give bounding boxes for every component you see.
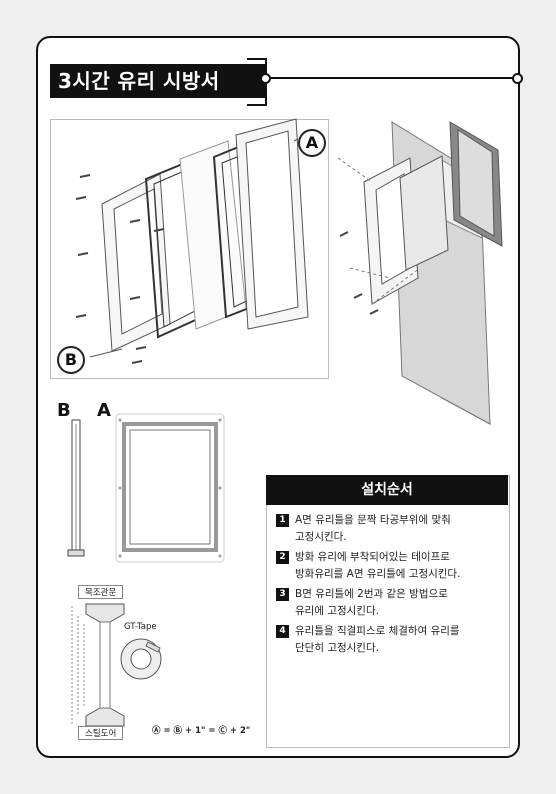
- step-text-cont: 고정시킨다.: [295, 531, 347, 543]
- step-number: 2: [276, 551, 289, 564]
- glass-pane: [179, 140, 247, 330]
- label-wood-frame: 목조관문: [78, 585, 124, 599]
- step-text: A면 유리틀을 문짝 타공부위에 맞춰: [295, 514, 451, 526]
- step-text-cont: 유리에 고정시킨다.: [295, 605, 379, 617]
- step-text: 방화 유리에 부착되어있는 테이프로: [295, 551, 450, 563]
- title-dot-left: [260, 73, 271, 84]
- label-gt-tape: GT-Tape: [118, 622, 163, 632]
- screws: [75, 174, 165, 364]
- title-dot-right: [512, 73, 523, 84]
- step-4: 4 유리틀을 직결피스로 체결하여 유리를 단단히 고정시킨다.: [276, 623, 501, 657]
- section-detail: [71, 603, 125, 727]
- step-1: 1 A면 유리틀을 문짝 타공부위에 맞춰 고정시킨다.: [276, 512, 501, 546]
- side-label-a: A: [97, 400, 111, 421]
- frame-a: [235, 118, 309, 330]
- step-number: 3: [276, 588, 289, 601]
- step-text: 유리틀을 직결피스로 체결하여 유리를: [295, 625, 460, 637]
- door-dashed-guides: [337, 157, 421, 305]
- door-illustration: [337, 120, 503, 425]
- step-number: 4: [276, 625, 289, 638]
- step-3: 3 B면 유리틀에 2번과 같은 방법으로 유리에 고정시킨다.: [276, 586, 501, 620]
- callout-a: A: [298, 129, 326, 157]
- frame-a-front-view: [115, 413, 225, 563]
- step-text: B면 유리틀에 2번과 같은 방법으로: [295, 588, 448, 600]
- exploded-view-drawing: [75, 118, 309, 364]
- door-frame-exploded: [363, 121, 503, 305]
- tape-roll-icon: [120, 638, 162, 680]
- label-steel-door: 스틸도어: [78, 726, 124, 740]
- instructions-heading: 설치순서: [266, 475, 508, 505]
- page-title: 3시간 유리 시방서: [50, 64, 265, 98]
- side-profile: [67, 419, 85, 557]
- door-screws: [339, 231, 379, 315]
- step-text-cont: 방화유리를 A면 유리틀에 고정시킨다.: [295, 568, 461, 580]
- callout-b: B: [57, 346, 85, 374]
- step-2: 2 방화 유리에 부착되어있는 테이프로 방화유리를 A면 유리틀에 고정시킨다.: [276, 549, 501, 583]
- step-number: 1: [276, 514, 289, 527]
- dimension-formula: Ⓐ = Ⓑ + 1" = Ⓒ + 2": [152, 726, 251, 736]
- title-rule: [265, 77, 515, 79]
- instructions-box: [266, 475, 510, 748]
- step-text-cont: 단단히 고정시킨다.: [295, 642, 379, 654]
- side-label-b: B: [57, 400, 71, 421]
